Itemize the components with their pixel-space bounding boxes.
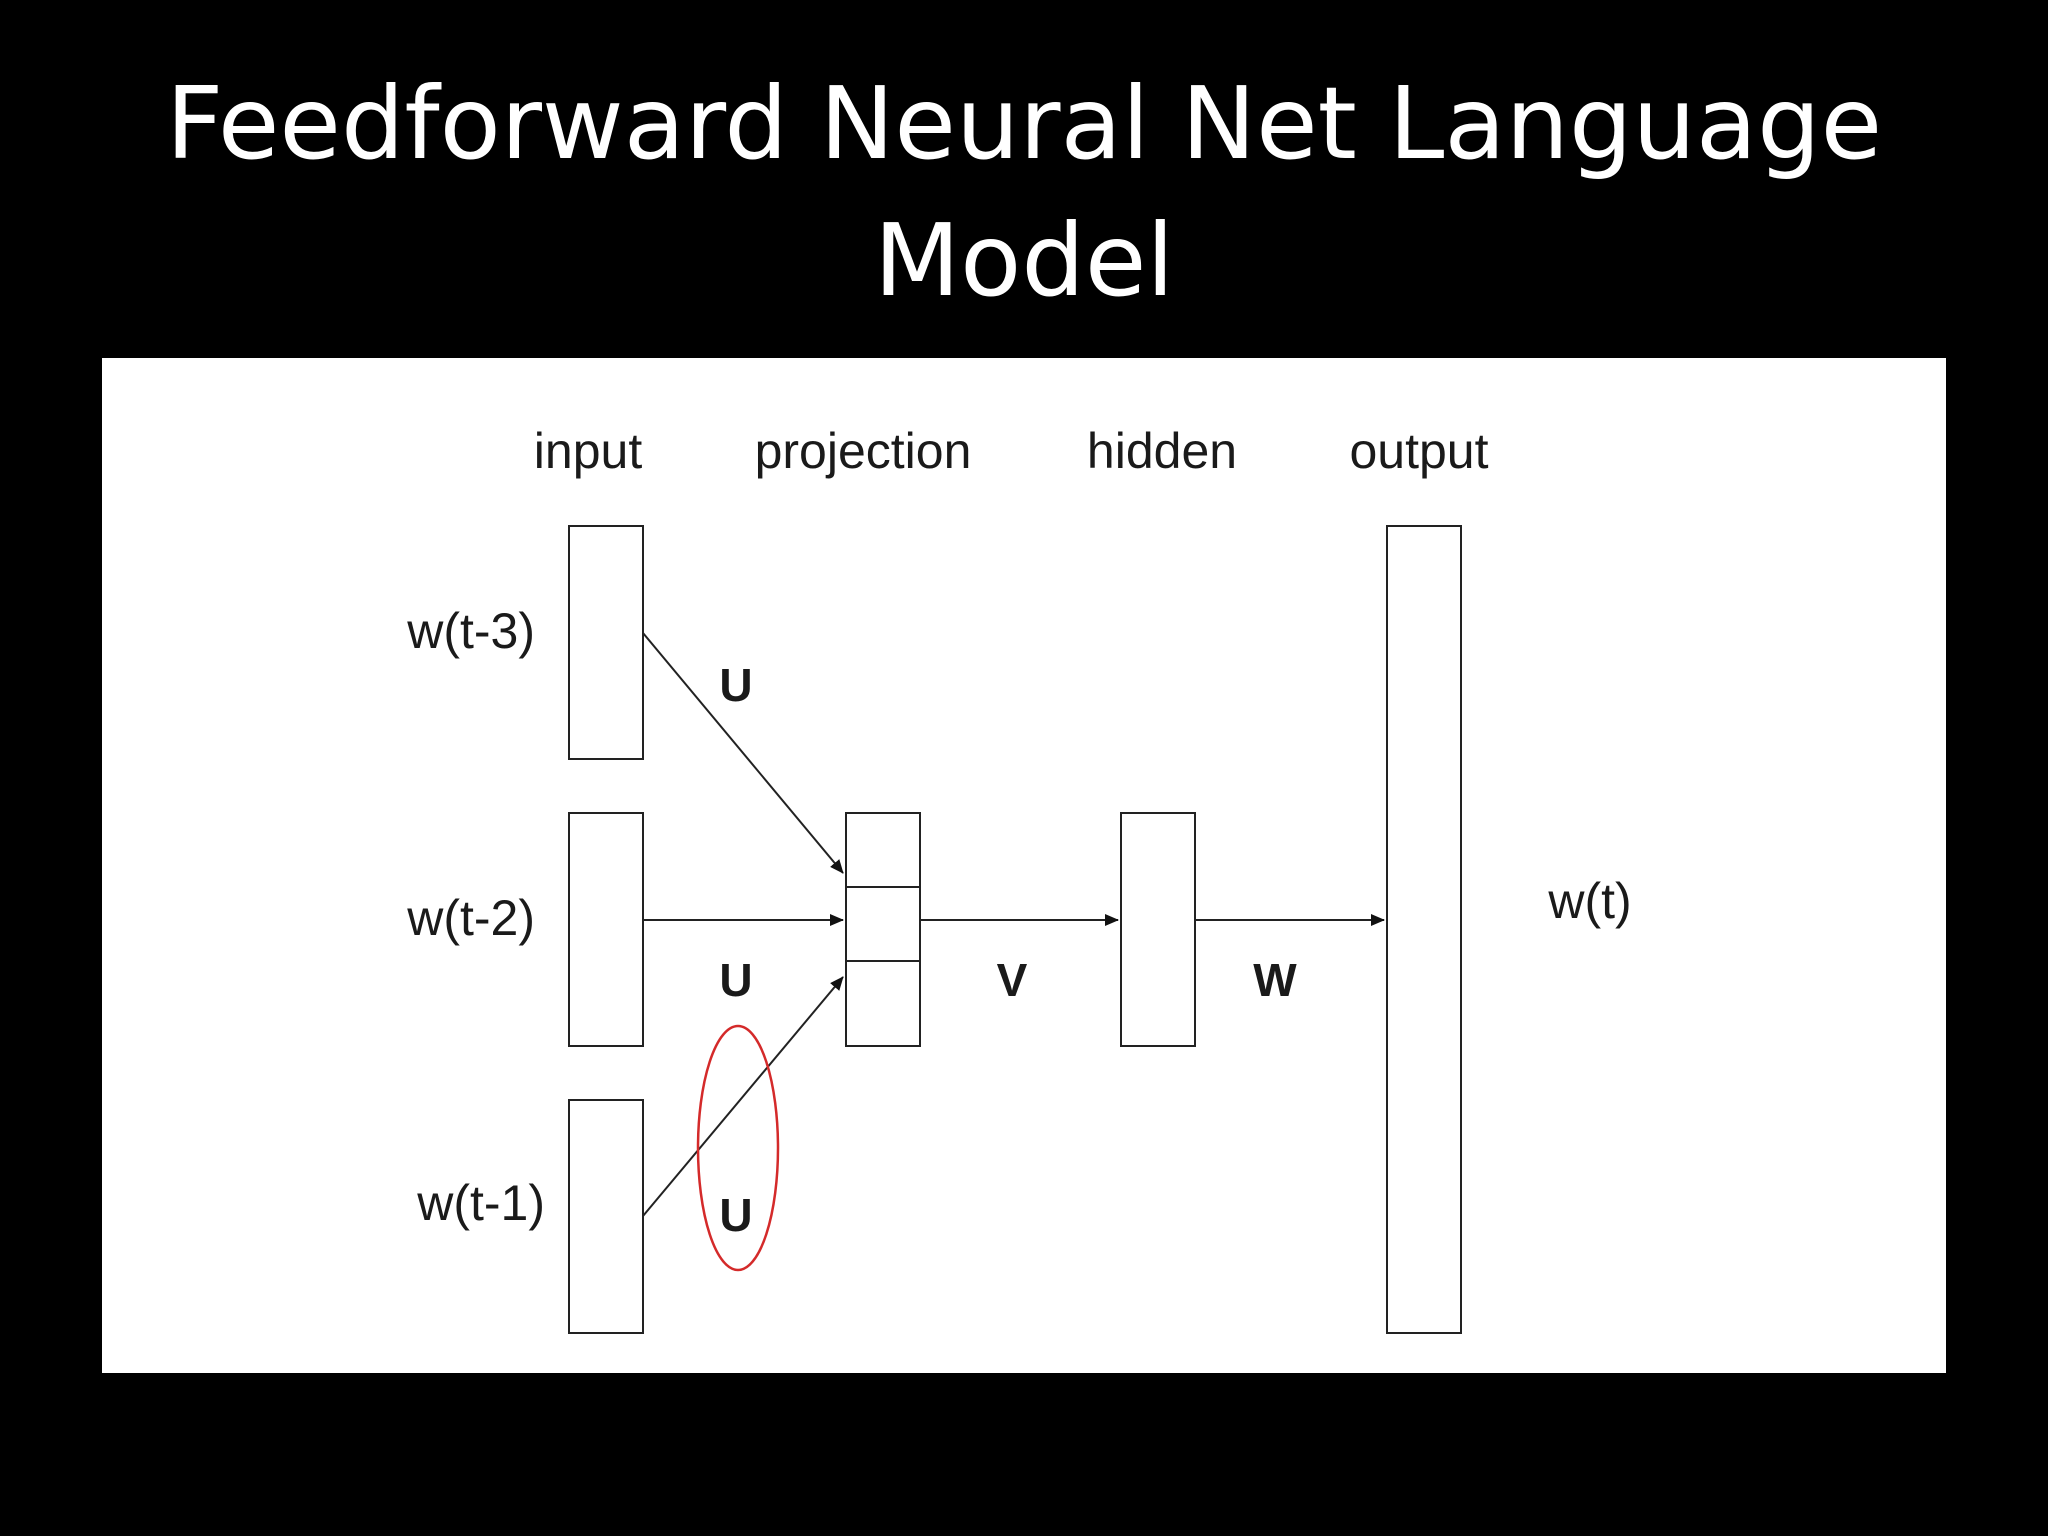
projection-cell-3	[845, 960, 921, 1047]
network-diagram: input projection hidden output w(t-3) w(…	[406, 423, 1632, 1334]
weight-label-u-middle: U	[719, 954, 752, 1006]
input-box-t-3	[568, 525, 644, 760]
highlight-ellipse	[696, 1024, 780, 1272]
output-word: w(t)	[1547, 873, 1631, 929]
hidden-box	[1120, 812, 1196, 1047]
slide-title-line-2: Model	[873, 202, 1175, 319]
weight-label-v: V	[997, 954, 1028, 1006]
projection-cell-1	[845, 812, 921, 888]
weight-label-u-bottom: U	[719, 1189, 752, 1241]
weight-label-w: W	[1253, 954, 1297, 1006]
layer-label-projection: projection	[755, 423, 972, 479]
input-box-t-2	[568, 812, 644, 1047]
edge-input-t-3-to-projection	[642, 632, 844, 874]
slide-title-line-1: Feedforward Neural Net Language	[165, 65, 1883, 182]
edge-input-t-1-to-projection	[642, 976, 844, 1217]
slide-title: Feedforward Neural Net Language Model	[0, 55, 2048, 329]
layer-label-input: input	[534, 423, 643, 479]
layer-label-output: output	[1349, 423, 1488, 479]
output-box	[1386, 525, 1462, 1334]
input-word-t-2: w(t-2)	[406, 890, 535, 946]
diagram-panel: input projection hidden output w(t-3) w(…	[102, 358, 1946, 1373]
projection-cell-2	[845, 886, 921, 962]
input-word-t-3: w(t-3)	[406, 603, 535, 659]
layer-label-hidden: hidden	[1087, 423, 1237, 479]
weight-label-u-top: U	[719, 659, 752, 711]
input-box-t-1	[568, 1099, 644, 1334]
input-word-t-1: w(t-1)	[416, 1175, 545, 1231]
